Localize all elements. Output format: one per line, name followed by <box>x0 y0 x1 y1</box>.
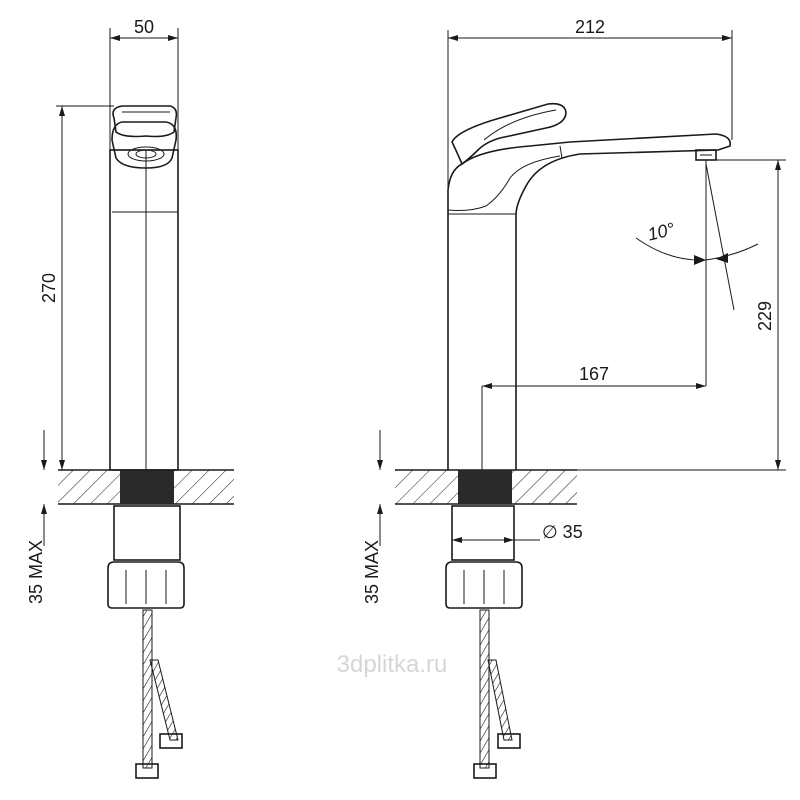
front-view: 50 270 35 MAX <box>26 17 234 779</box>
dimension-diameter <box>452 537 540 543</box>
handle-front <box>112 105 178 162</box>
dimension-reach <box>481 160 707 470</box>
dim-label-35max-left: 35 MAX <box>26 540 46 604</box>
dimension-max-front <box>41 430 47 546</box>
dimension-max-side <box>377 430 383 546</box>
supply-hoses-side <box>473 609 521 779</box>
connector-nut-front <box>107 505 185 609</box>
countertop-front <box>58 469 234 505</box>
dimension-width-front <box>109 28 179 150</box>
dim-label-229: 229 <box>755 301 775 331</box>
watermark: 3dplitka.ru <box>337 651 448 678</box>
handle-side <box>451 102 567 166</box>
dim-label-angle: 10° <box>645 219 676 245</box>
faucet-body-front <box>109 121 179 471</box>
dim-label-diameter: ∅ 35 <box>542 522 583 542</box>
dimension-height-side <box>516 159 786 471</box>
dim-label-167: 167 <box>579 364 609 384</box>
dim-label-212: 212 <box>575 17 605 37</box>
dimension-angle <box>635 163 759 311</box>
faucet-body-side <box>447 133 732 470</box>
supply-hoses-front <box>135 609 183 779</box>
dim-label-50: 50 <box>134 17 154 37</box>
side-view: 212 229 167 10° <box>362 17 786 779</box>
dim-label-35max-right: 35 MAX <box>362 540 382 604</box>
dimension-width-side <box>447 30 733 190</box>
connector-nut-side <box>445 505 523 609</box>
dimension-height-front <box>56 105 114 470</box>
dim-label-270: 270 <box>39 273 59 303</box>
countertop-side <box>395 469 577 505</box>
